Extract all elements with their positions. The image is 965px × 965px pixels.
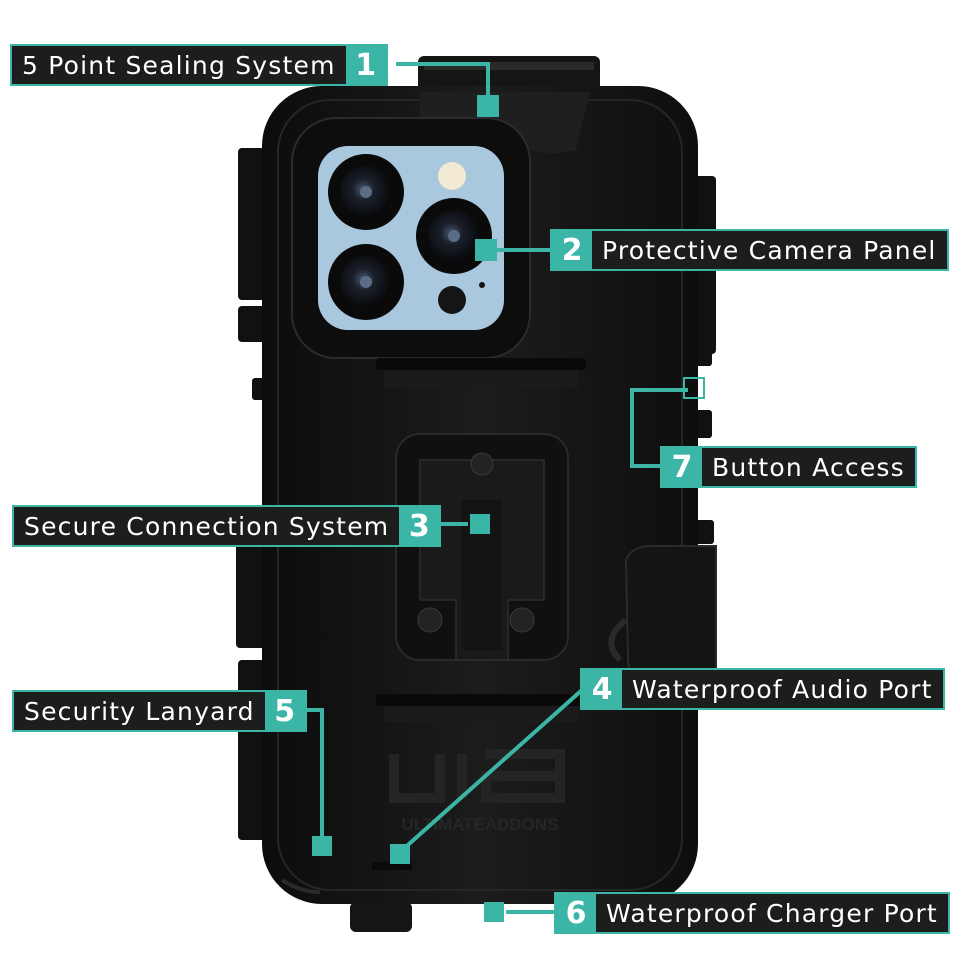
brand-name: ULTIMATEADDONS	[401, 815, 558, 834]
callout-label: Button Access	[702, 448, 915, 486]
callout-3: Secure Connection System 3	[12, 505, 442, 547]
mount-screw-icon	[417, 607, 443, 633]
mount-plate	[395, 433, 569, 661]
callout-5: Security Lanyard 5	[12, 690, 307, 732]
callout-number: 7	[662, 448, 702, 486]
flash-icon	[438, 162, 466, 190]
camera-lens-icon	[328, 154, 404, 230]
mount-screw-icon	[509, 607, 535, 633]
camera-lens-icon	[328, 244, 404, 320]
callout-6: 6 Waterproof Charger Port	[554, 892, 950, 934]
callout-label: Waterproof Audio Port	[622, 670, 943, 708]
callout-7: 7 Button Access	[660, 446, 917, 488]
callout-2: 2 Protective Camera Panel	[550, 229, 949, 271]
callout-number: 3	[399, 507, 440, 545]
callout-label: 5 Point Sealing System	[12, 46, 346, 84]
callout-4: 4 Waterproof Audio Port	[580, 668, 945, 710]
brand-logo	[389, 749, 565, 803]
callout-label: Security Lanyard	[14, 692, 265, 730]
callout-1: 5 Point Sealing System 1	[10, 44, 388, 86]
callout-number: 6	[556, 894, 596, 932]
callout-label: Protective Camera Panel	[592, 231, 947, 269]
callout-label: Waterproof Charger Port	[596, 894, 948, 932]
camera-lens-icon	[416, 198, 492, 274]
callout-label: Secure Connection System	[14, 507, 400, 545]
camera-panel	[291, 117, 531, 359]
callout-markers	[312, 95, 705, 922]
callout-number: 2	[552, 231, 592, 269]
callout-number: 5	[264, 692, 305, 730]
callout-number: 4	[582, 670, 622, 708]
callout-number: 1	[345, 46, 386, 84]
mount-screw-icon	[470, 452, 494, 476]
